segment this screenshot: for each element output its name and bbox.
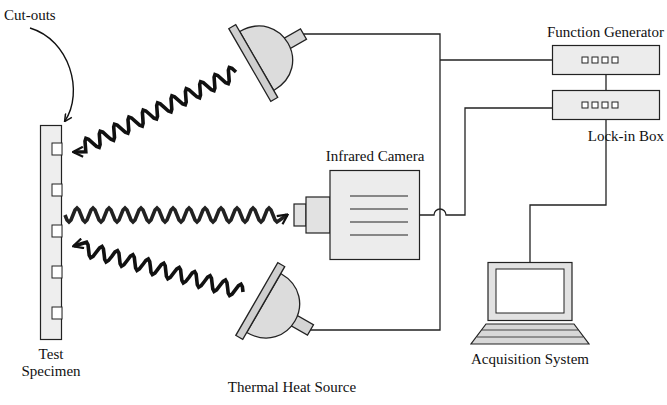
device-button [582, 57, 588, 63]
laptop-base [471, 324, 589, 344]
camera-lens [306, 197, 330, 233]
camera-line [350, 196, 408, 197]
cut-out [52, 184, 62, 196]
device-button [592, 102, 598, 108]
lamp-face [236, 263, 285, 340]
test-specimen: Test Specimen [40, 125, 62, 340]
dev-shape [552, 90, 660, 120]
device-button [582, 102, 588, 108]
node-label: Infrared Camera [326, 148, 425, 165]
heat-lamp [229, 0, 325, 101]
annotation-label: Cut-outs [4, 7, 56, 24]
heat-wave [74, 68, 236, 153]
device-box: Lock-in Box [552, 90, 660, 120]
signal-wire [420, 108, 552, 215]
node-label: Lock-in Box [588, 128, 664, 145]
cam-shape [290, 170, 420, 260]
device-button [612, 102, 618, 108]
spec-shape [40, 125, 62, 340]
node-label: Function Generator [547, 24, 664, 41]
camera-line [350, 222, 408, 223]
node-label: Test Specimen [14, 346, 88, 381]
cut-out [52, 225, 62, 237]
device-box: Function Generator [552, 45, 660, 75]
cut-out [52, 307, 62, 319]
keyboard-line [482, 330, 578, 331]
specimen-bar [41, 126, 62, 340]
node-label: Acquisition System [471, 351, 589, 368]
camera-line [350, 209, 408, 210]
camera-line [350, 235, 408, 236]
laptop-screen [488, 263, 572, 321]
device-button [592, 57, 598, 63]
camera-body [330, 171, 420, 260]
lamp-wire [303, 34, 440, 330]
device-body [553, 91, 660, 120]
device-button [602, 57, 608, 63]
keyboard-line [477, 337, 583, 338]
generator-wire [440, 59, 552, 60]
cut-out [52, 143, 62, 155]
screen-display [496, 269, 564, 313]
device-button [602, 102, 608, 108]
heat-waves [74, 68, 243, 296]
heat-lamp [236, 263, 332, 367]
device-button [612, 57, 618, 63]
lap-shape [470, 262, 590, 345]
signal-wire [605, 75, 606, 90]
heat-wave-arrow [65, 208, 287, 222]
device-body [553, 46, 660, 75]
annotation-label: Thermal Heat Source [228, 379, 356, 396]
leader-arrow [30, 28, 73, 121]
lens-tip [294, 204, 306, 226]
heat-wave [74, 242, 243, 295]
lamp-face [229, 25, 278, 102]
dev-shape [552, 45, 660, 75]
infrared-camera: Infrared Camera [290, 170, 420, 260]
cut-out [52, 266, 62, 278]
laptop: Acquisition System [470, 262, 590, 345]
